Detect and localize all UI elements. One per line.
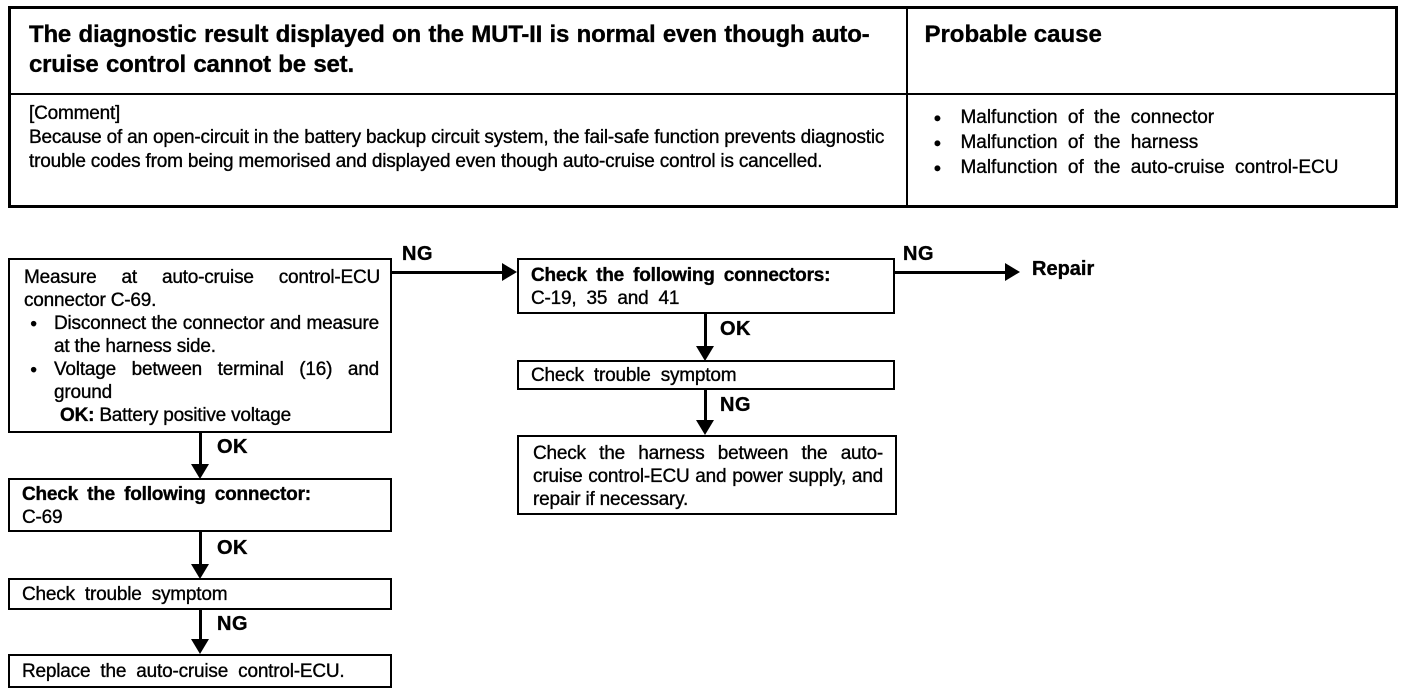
step-title: Check trouble symptom bbox=[531, 365, 737, 386]
arrow-right-icon bbox=[502, 263, 517, 281]
step-title: Replace the auto-cruise control-ECU. bbox=[22, 661, 345, 682]
connector-line bbox=[704, 390, 707, 421]
connector-line bbox=[199, 610, 202, 641]
list-item: ● Voltage between terminal (16) and grou… bbox=[24, 358, 380, 404]
connector-line bbox=[392, 271, 504, 274]
problem-title: The diagnostic result displayed on the M… bbox=[11, 9, 907, 93]
bullet-icon: ● bbox=[933, 160, 942, 175]
list-item: ● Malfunction of the harness bbox=[914, 130, 1385, 155]
connector-line bbox=[199, 433, 202, 466]
step-detail: C-69 bbox=[22, 507, 63, 528]
edge-label-ok: OK bbox=[217, 436, 248, 458]
step-check-connectors-box: Check the following connectors: C-19, 35… bbox=[517, 258, 895, 314]
step-bullet-text: Disconnect the connector and measure at … bbox=[54, 313, 380, 357]
edge-label-ng: NG bbox=[217, 613, 248, 635]
comment-label: [Comment] bbox=[29, 103, 121, 124]
ok-criteria: OK: Battery positive voltage bbox=[60, 404, 380, 427]
edge-label-ok: OK bbox=[720, 318, 751, 340]
step-bullet-text: Voltage between terminal (16) and ground bbox=[54, 359, 380, 403]
step-measure-ecu-box: Measure at auto-cruise control-ECU conne… bbox=[8, 258, 392, 433]
probable-cause-cell: ● Malfunction of the connector ● Malfunc… bbox=[906, 93, 1395, 205]
bullet-icon: ● bbox=[933, 110, 942, 125]
step-detail: C-19, 35 and 41 bbox=[531, 288, 680, 309]
step-check-symptom-left-box: Check trouble symptom bbox=[8, 578, 392, 610]
connector-line bbox=[199, 532, 202, 566]
arrow-down-icon bbox=[191, 639, 209, 654]
arrow-down-icon bbox=[696, 346, 714, 361]
cause-text: Malfunction of the harness bbox=[960, 132, 1199, 153]
step-check-symptom-mid-box: Check trouble symptom bbox=[517, 360, 895, 390]
step-title: Check the following connectors: bbox=[531, 265, 831, 286]
comment-cell: [Comment] Because of an open-circuit in … bbox=[11, 93, 907, 205]
edge-label-ng: NG bbox=[720, 394, 751, 416]
step-title: Check the harness between the auto-cruis… bbox=[533, 443, 884, 510]
probable-cause-title: Probable cause bbox=[906, 9, 1395, 93]
diagnosis-table: The diagnostic result displayed on the M… bbox=[8, 6, 1398, 208]
ok-prefix: OK: bbox=[60, 405, 95, 426]
list-item: ● Malfunction of the connector bbox=[914, 105, 1385, 130]
repair-terminal: Repair bbox=[1032, 258, 1095, 280]
bullet-icon: ● bbox=[30, 362, 38, 376]
comment-text: Because of an open-circuit in the batter… bbox=[29, 127, 885, 172]
step-title: Measure at auto-cruise control-ECU conne… bbox=[24, 267, 381, 311]
edge-label-ok: OK bbox=[217, 537, 248, 559]
arrow-down-icon bbox=[696, 420, 714, 435]
step-check-harness-box: Check the harness between the auto-cruis… bbox=[517, 435, 897, 515]
connector-line bbox=[895, 271, 1007, 274]
arrow-down-icon bbox=[191, 564, 209, 579]
step-check-connector-box: Check the following connector: C-69 bbox=[8, 478, 392, 532]
ok-result: Battery positive voltage bbox=[99, 405, 291, 426]
bullet-icon: ● bbox=[933, 135, 942, 150]
arrow-right-icon bbox=[1005, 263, 1020, 281]
probable-cause-list: ● Malfunction of the connector ● Malfunc… bbox=[914, 105, 1385, 180]
bullet-icon: ● bbox=[30, 316, 38, 330]
edge-label-ng: NG bbox=[402, 243, 433, 265]
step-replace-ecu-box: Replace the auto-cruise control-ECU. bbox=[8, 654, 392, 688]
step-title: Check trouble symptom bbox=[22, 584, 228, 605]
cause-text: Malfunction of the auto-cruise control-E… bbox=[960, 157, 1339, 178]
step-title: Check the following connector: bbox=[22, 484, 311, 505]
connector-line bbox=[704, 314, 707, 347]
cause-text: Malfunction of the connector bbox=[960, 107, 1215, 128]
edge-label-ng: NG bbox=[903, 243, 934, 265]
list-item: ● Malfunction of the auto-cruise control… bbox=[914, 155, 1385, 180]
list-item: ● Disconnect the connector and measure a… bbox=[24, 312, 380, 358]
arrow-down-icon bbox=[191, 464, 209, 479]
